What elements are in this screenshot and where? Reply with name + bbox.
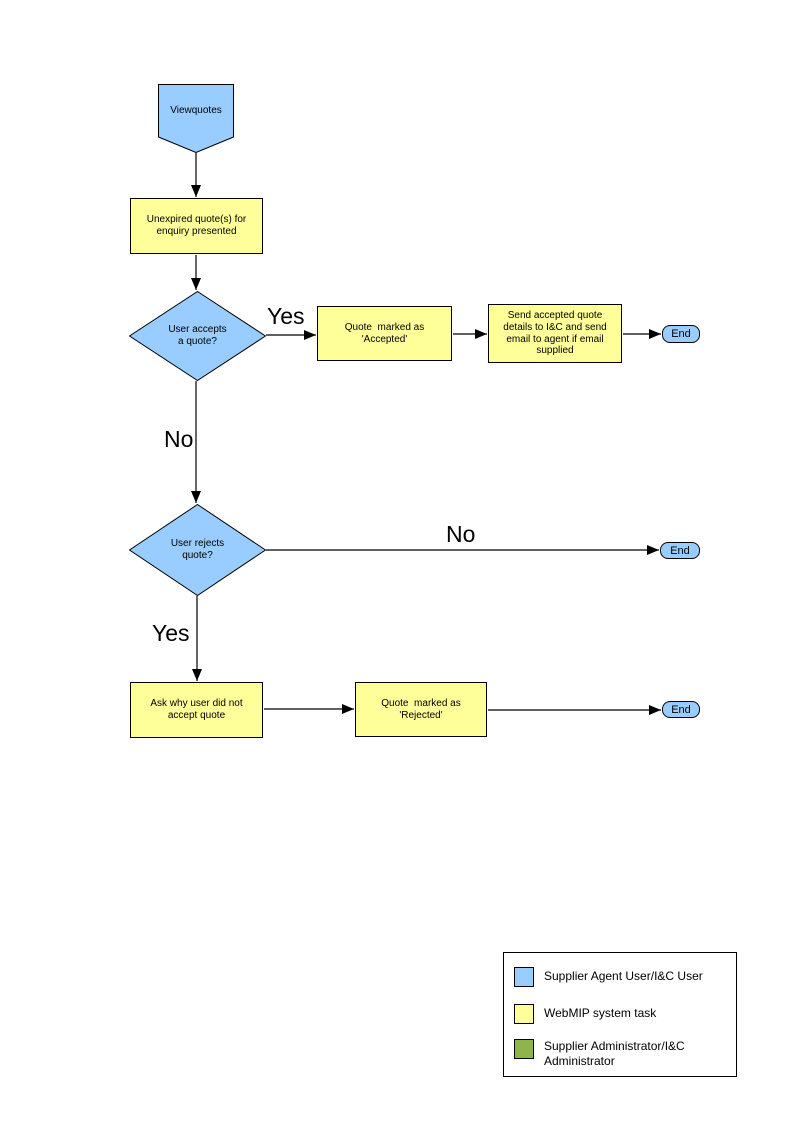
edge-label-accepts-yes: Yes <box>267 303 305 329</box>
process-unexpired-quotes: Unexpired quote(s) for enquiry presented <box>130 198 263 254</box>
legend-swatch-system <box>514 1004 534 1024</box>
end-node-accept: End <box>662 325 700 343</box>
process-send-details: Send accepted quote details to I&C and s… <box>488 304 622 363</box>
legend: Supplier Agent User/I&C User WebMIP syst… <box>503 952 737 1077</box>
diamond-shape <box>129 504 266 596</box>
legend-label-user: Supplier Agent User/I&C User <box>544 969 703 983</box>
edge-label-accepts-no: No <box>164 426 194 452</box>
process-quote-rejected-label: Quote marked as 'Rejected' <box>381 697 461 721</box>
end-node-no-action: End <box>660 542 700 559</box>
end-node-no-action-label: End <box>670 544 690 557</box>
process-unexpired-quotes-label: Unexpired quote(s) for enquiry presented <box>146 214 247 237</box>
legend-item-admin: Supplier Administrator/I&C Administrator <box>514 1039 685 1068</box>
legend-item-system: WebMIP system task <box>514 1004 656 1024</box>
decision-user-accepts: User accepts a quote? <box>129 291 266 381</box>
process-quote-rejected: Quote marked as 'Rejected' <box>355 682 487 737</box>
start-node-label: Viewquotes <box>170 105 222 117</box>
process-ask-why-label: Ask why user did not accept quote <box>150 698 243 721</box>
legend-label-admin: Supplier Administrator/I&C Administrator <box>544 1039 685 1068</box>
end-node-reject-label: End <box>671 703 691 716</box>
diamond-shape <box>129 291 266 381</box>
end-node-reject: End <box>662 701 700 718</box>
legend-item-user: Supplier Agent User/I&C User <box>514 967 703 987</box>
process-quote-accepted: Quote marked as 'Accepted' <box>317 306 452 361</box>
decision-user-rejects: User rejects quote? <box>129 504 266 596</box>
legend-label-system: WebMIP system task <box>544 1006 657 1020</box>
decision-user-rejects-label: User rejects quote? <box>170 538 225 561</box>
start-node: Viewquotes <box>158 84 234 153</box>
legend-swatch-admin <box>514 1039 534 1059</box>
decision-user-accepts-label: User accepts a quote? <box>168 324 227 347</box>
edge-label-rejects-yes: Yes <box>152 620 190 646</box>
end-node-accept-label: End <box>671 328 691 340</box>
edge-label-rejects-no: No <box>446 521 476 547</box>
process-quote-accepted-label: Quote marked as 'Accepted' <box>344 321 425 345</box>
legend-swatch-user <box>514 967 534 987</box>
process-ask-why: Ask why user did not accept quote <box>130 682 263 738</box>
process-send-details-label: Send accepted quote details to I&C and s… <box>503 309 607 357</box>
pentagon-shape <box>158 84 234 153</box>
